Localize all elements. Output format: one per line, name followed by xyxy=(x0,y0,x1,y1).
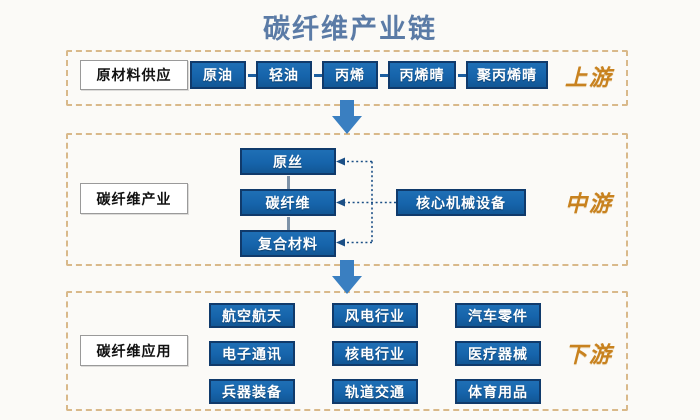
node-application-8[interactable]: 轨道交通 xyxy=(332,379,418,404)
node-application-5[interactable]: 核电行业 xyxy=(332,341,418,366)
section-label-midstream: 碳纤维产业 xyxy=(80,183,188,214)
page-title: 碳纤维产业链 xyxy=(263,14,437,45)
node-application-4[interactable]: 电子通讯 xyxy=(209,341,295,366)
node-application-9[interactable]: 体育用品 xyxy=(455,379,541,404)
node-midstream-1[interactable]: 原丝 xyxy=(240,148,336,175)
node-upstream-1[interactable]: 原油 xyxy=(190,61,246,89)
section-label-downstream: 碳纤维应用 xyxy=(80,335,188,366)
node-application-1[interactable]: 航空航天 xyxy=(209,303,295,328)
node-application-6[interactable]: 医疗器械 xyxy=(455,341,541,366)
node-upstream-4[interactable]: 丙烯晴 xyxy=(388,61,456,89)
stream-label-midstream: 中游 xyxy=(565,191,614,217)
down-arrow-icon xyxy=(332,260,362,294)
node-upstream-2[interactable]: 轻油 xyxy=(256,61,312,89)
node-midstream-2[interactable]: 碳纤维 xyxy=(240,189,336,216)
node-application-7[interactable]: 兵器装备 xyxy=(209,379,295,404)
section-label-upstream: 原材料供应 xyxy=(80,60,188,90)
node-upstream-3[interactable]: 丙烯 xyxy=(322,61,378,89)
stream-label-downstream: 下游 xyxy=(565,342,614,368)
down-arrow-icon xyxy=(332,100,362,134)
stream-label-upstream: 上游 xyxy=(565,65,614,91)
node-core-equipment[interactable]: 核心机械设备 xyxy=(396,189,526,216)
node-upstream-5[interactable]: 聚丙烯晴 xyxy=(466,61,548,89)
node-application-3[interactable]: 汽车零件 xyxy=(455,303,541,328)
node-midstream-3[interactable]: 复合材料 xyxy=(240,230,336,257)
node-application-2[interactable]: 风电行业 xyxy=(332,303,418,328)
